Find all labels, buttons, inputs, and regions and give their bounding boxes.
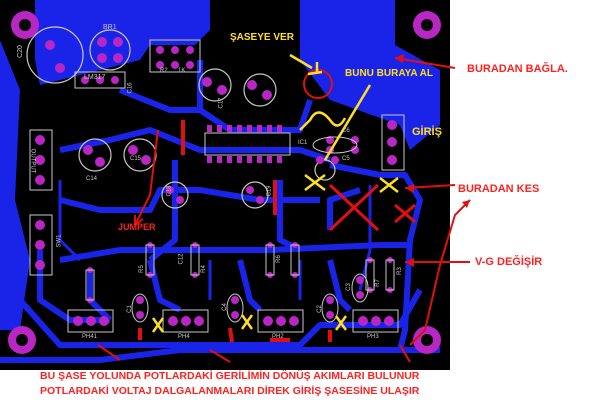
yellow-marks [151, 53, 399, 333]
silk-c6: C6 [342, 128, 350, 134]
label-giris: GİRİŞ [412, 126, 442, 138]
pot-pads [73, 316, 394, 326]
silk-c2: C2 [316, 305, 323, 313]
silk-r7: R7 [374, 279, 381, 287]
silk-c15: C15 [130, 156, 142, 162]
silk-r3: R3 [396, 267, 403, 275]
silk-r1: 1K [178, 68, 186, 74]
silk-c19: C19 [266, 185, 273, 197]
silk-pot1: PH41 [82, 334, 98, 340]
jumper-marks [138, 120, 332, 343]
component-pads [35, 37, 397, 319]
copper-pour-left [0, 40, 30, 330]
silk-r2: R2 [160, 68, 168, 74]
silk-c14: C14 [86, 176, 98, 182]
silk-br1: BR1 [103, 24, 117, 31]
label-buradan-kes: BURADAN KES [458, 183, 540, 195]
silk-r6: R6 [275, 255, 282, 263]
silk-c18: C18 [166, 185, 173, 197]
note-line-1: BU ŞASE YOLUNDA POTLARDAKİ GERİLİMİN DÖN… [40, 370, 420, 382]
cut-x-mark [328, 183, 416, 232]
silk-pot2: PH4 [178, 334, 190, 340]
note-line-2: POTLARDAKİ VOLTAJ DALGALANMALARI DİREK G… [40, 385, 420, 397]
silk-c17: C17 [218, 97, 225, 109]
connector-outlines [29, 39, 405, 333]
silk-c12: C12 [178, 253, 185, 265]
silk-r4: R4 [200, 265, 207, 273]
silk-c1: C1 [126, 305, 133, 313]
ic-outline [204, 132, 291, 156]
label-vg-degisir: V-G DEĞİŞİR [475, 256, 543, 268]
silk-pot4: PH3 [367, 334, 379, 340]
silk-c4: C4 [221, 303, 228, 311]
silk-sw: SW1 [56, 234, 63, 248]
silk-c3: C3 [345, 283, 352, 291]
jumper-arrow [134, 129, 159, 226]
thin-traces [58, 180, 372, 300]
silk-pot3: PH2 [272, 334, 284, 340]
label-buradan-bagla: BURADAN BAĞLA. [467, 63, 568, 75]
copper-pour-right [300, 0, 440, 150]
silk-lm: LM317 [84, 74, 106, 81]
silk-output: OUTPUT [29, 148, 36, 174]
silk-ic1: IC1 [298, 140, 308, 146]
silk-r5: R5 [138, 265, 145, 273]
label-bunu-buraya-al: BUNU BURAYA AL [345, 68, 433, 79]
silk-c20: C20 [16, 45, 24, 58]
label-jumper: JUMPER [118, 222, 156, 232]
label-saseye-ver: ŞASEYE VER [230, 32, 294, 43]
silk-c5: C5 [342, 156, 350, 162]
annotation-arrows [97, 57, 471, 363]
silk-c16: C16 [127, 82, 134, 94]
